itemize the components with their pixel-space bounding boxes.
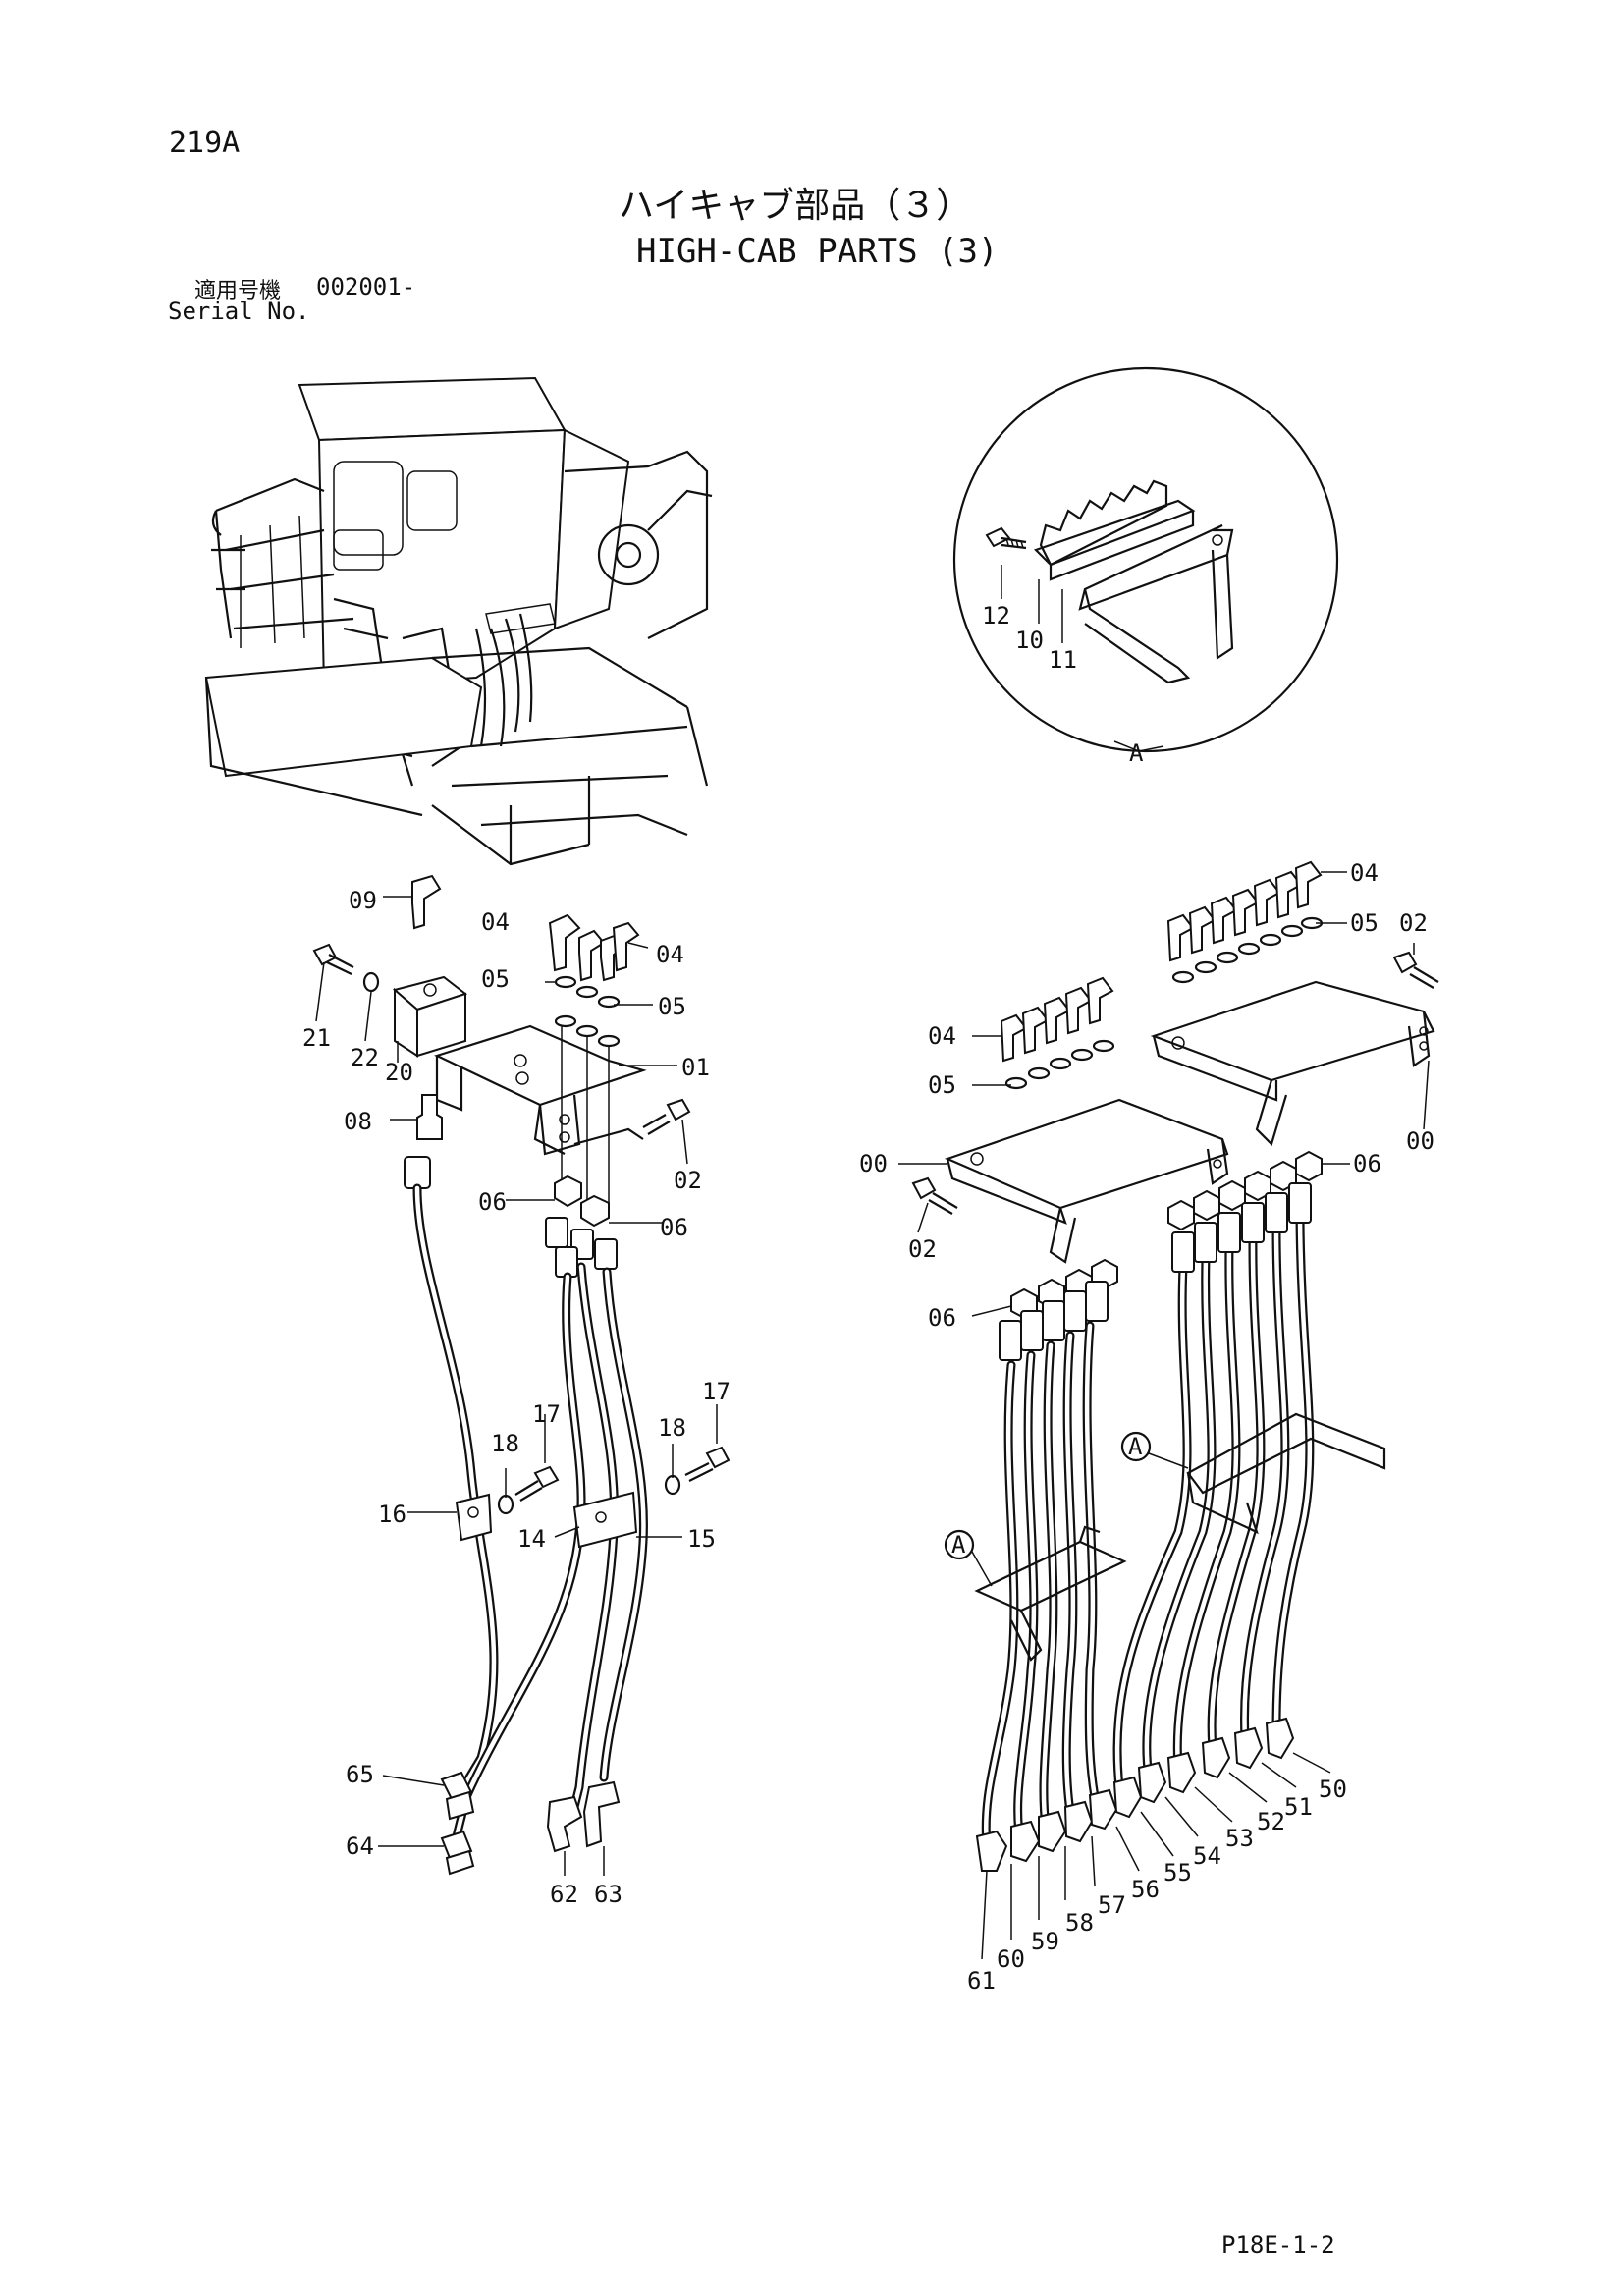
page-code: P18E-1-2: [1221, 2231, 1335, 2259]
callout-04-a: 04: [481, 908, 510, 936]
callout-55: 55: [1163, 1859, 1192, 1886]
callout-00-right: 00: [1406, 1127, 1434, 1155]
callout-05-rm: 05: [928, 1071, 956, 1099]
callout-18-b: 18: [658, 1414, 686, 1442]
callout-50: 50: [1319, 1776, 1347, 1803]
detail-a-marker: A: [1129, 739, 1144, 767]
callout-06-a: 06: [478, 1188, 507, 1216]
callout-01: 01: [681, 1054, 710, 1081]
callout-04-b: 04: [656, 941, 684, 968]
callout-54: 54: [1193, 1842, 1221, 1870]
callout-04-rt: 04: [1350, 859, 1379, 887]
callout-06-rm: 06: [928, 1304, 956, 1332]
serial-label-en: Serial No.: [168, 298, 310, 325]
callout-59: 59: [1031, 1928, 1059, 1955]
callout-06-rt: 06: [1353, 1150, 1381, 1177]
callout-15: 15: [687, 1525, 716, 1553]
callout-52: 52: [1257, 1808, 1285, 1835]
callout-53: 53: [1225, 1825, 1254, 1852]
nuts-06-right: [1010, 1150, 1323, 1320]
callout-22: 22: [351, 1044, 379, 1071]
callout-18-a: 18: [491, 1430, 519, 1457]
callout-00-left: 00: [859, 1150, 888, 1177]
callout-63: 63: [594, 1881, 622, 1908]
callout-10: 10: [1015, 627, 1044, 654]
detail-a-circle: 12 10 11 A: [952, 366, 1339, 767]
callout-61: 61: [967, 1967, 996, 1995]
callout-58: 58: [1065, 1909, 1094, 1937]
callout-08: 08: [344, 1108, 372, 1135]
callout-62: 62: [550, 1881, 578, 1908]
callout-12: 12: [982, 602, 1010, 629]
callout-06-b: 06: [660, 1214, 688, 1241]
machine-overview-illustration: [204, 376, 713, 866]
left-hose-bundle: [981, 1281, 1109, 1851]
hose-end-fittings: [975, 1717, 1295, 1872]
callout-02-rm: 02: [908, 1235, 937, 1263]
page-number: 219A: [169, 126, 241, 160]
section-mark-a-left: A: [951, 1531, 966, 1558]
callout-57: 57: [1098, 1891, 1126, 1919]
left-assembly: 09 04 04 21 05 05 22 20 01 08 02 06 06 1…: [302, 874, 730, 1908]
right-assembly: A A: [859, 859, 1439, 1995]
callout-05-b: 05: [658, 993, 686, 1020]
right-hose-bundle: [1112, 1182, 1315, 1792]
callout-02: 02: [674, 1167, 702, 1194]
callout-04-rm: 04: [928, 1022, 956, 1050]
callout-60: 60: [997, 1945, 1025, 1973]
callout-56: 56: [1131, 1876, 1160, 1903]
callout-16: 16: [378, 1501, 406, 1528]
callout-02-rt: 02: [1399, 909, 1428, 937]
serial-number: 002001-: [316, 273, 416, 301]
page-title-en: HIGH-CAB PARTS (3): [636, 232, 999, 271]
callout-64: 64: [346, 1832, 374, 1860]
elbow-fittings-04: [548, 913, 640, 982]
page-title-jp: ハイキャブ部品（３）: [619, 186, 972, 226]
callout-21: 21: [302, 1024, 331, 1052]
callout-05-a: 05: [481, 965, 510, 993]
callout-20: 20: [385, 1059, 413, 1086]
callout-09: 09: [349, 887, 377, 914]
section-mark-a-right: A: [1128, 1433, 1143, 1460]
callout-05-rt: 05: [1350, 909, 1379, 937]
callout-65: 65: [346, 1761, 374, 1788]
callout-51: 51: [1284, 1793, 1313, 1821]
callout-14: 14: [517, 1525, 546, 1553]
callout-17-a: 17: [532, 1400, 561, 1428]
callout-17-b: 17: [702, 1378, 730, 1405]
elbow-fittings-04-right-mid: [1000, 976, 1114, 1063]
callout-11: 11: [1049, 646, 1077, 674]
elbow-fittings-04-right-top: [1166, 860, 1323, 962]
serial-label-jp: 適用号機: [194, 279, 282, 303]
